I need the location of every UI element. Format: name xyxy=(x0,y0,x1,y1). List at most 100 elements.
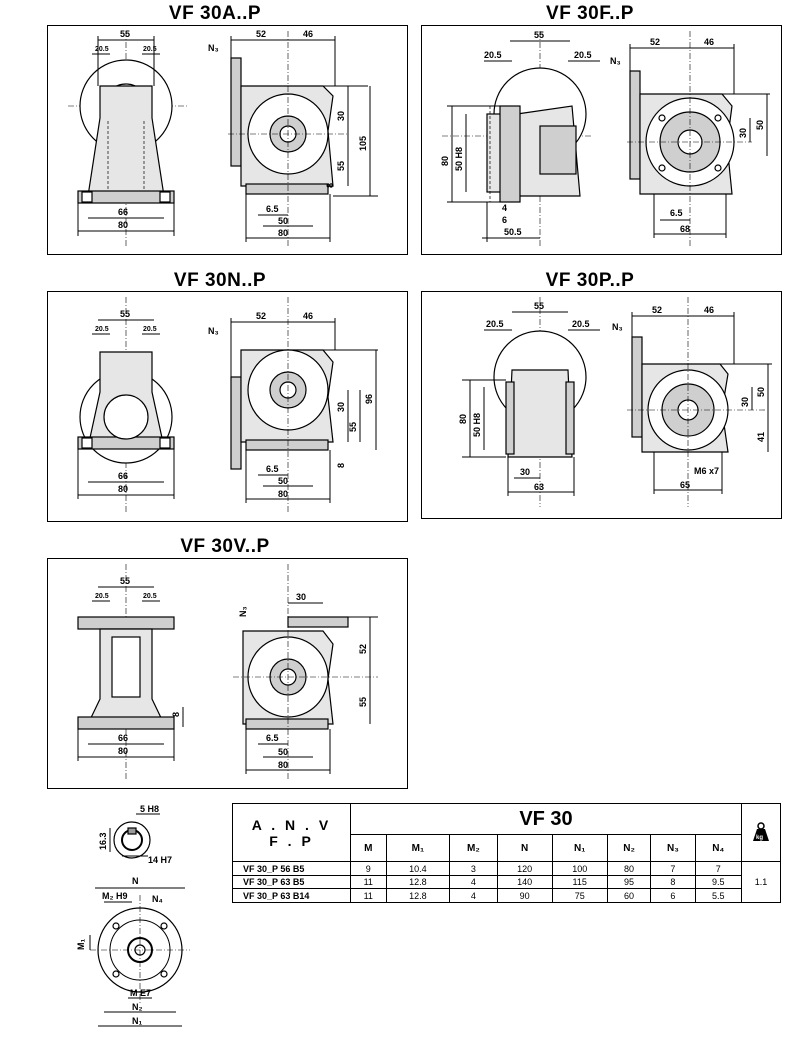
dim-v-n3: N₃ xyxy=(238,606,248,617)
dim-v-66: 66 xyxy=(118,733,128,743)
dim-n-80b: 80 xyxy=(278,489,288,499)
dim-f-50: 50 xyxy=(755,120,765,130)
dim-p-41: 41 xyxy=(756,432,766,442)
dim-p-52: 52 xyxy=(652,305,662,315)
dim-flange-n2: N₂ xyxy=(132,1002,143,1012)
kg-weight-icon: kg xyxy=(753,821,769,841)
dim-a-205r: 20.5 xyxy=(143,46,157,53)
dim-f-30: 30 xyxy=(738,128,748,138)
table-row: VF 30_P 63 B14 11 12.8 4 90 75 60 6 5.5 xyxy=(232,888,781,903)
dim-flange-m2: M₂ H9 xyxy=(102,891,128,901)
table-model-header: VF 30 xyxy=(350,802,742,836)
dim-flange-n4: N₄ xyxy=(152,894,163,904)
dim-v-65: 6.5 xyxy=(266,733,279,743)
dim-f-205l: 20.5 xyxy=(484,50,502,60)
cell: 75 xyxy=(551,888,608,903)
table-column-headers: M M₁ M₂ N N₁ N₂ N₃ N₄ xyxy=(233,834,781,863)
col-m: M xyxy=(350,834,387,863)
cell: 95 xyxy=(606,874,652,890)
row-label: VF 30_P 63 B5 xyxy=(232,874,351,890)
dim-p-n3: N₃ xyxy=(612,322,623,332)
cell: 11 xyxy=(350,888,387,903)
cell: 100 xyxy=(551,861,608,876)
table-corner: A . N . V F . P xyxy=(232,802,351,863)
dim-p-205r: 20.5 xyxy=(572,319,590,329)
dim-p-30b: 30 xyxy=(520,467,530,477)
panel-vf30p: 55 20.5 20.5 80 50 H8 30 63 N₃ 52 46 30 … xyxy=(421,291,782,519)
weight-value: 1.1 xyxy=(741,861,781,903)
kg-label: kg xyxy=(756,835,763,841)
dim-shaft-5h8: 5 H8 xyxy=(140,804,159,814)
dim-a-205l: 20.5 xyxy=(95,46,109,53)
dim-n-80: 80 xyxy=(118,484,128,494)
shaft-section: 5 H8 16.3 14 H7 xyxy=(98,804,172,865)
dim-flange-m1: M₁ xyxy=(76,939,86,950)
title-vf30p: VF 30P..P xyxy=(545,270,635,291)
dim-f-52: 52 xyxy=(650,37,660,47)
dim-n-96: 96 xyxy=(364,394,374,404)
drawing-vf30a: 55 20.5 20.5 66 80 N₃ 52 46 30 105 55 8 xyxy=(68,29,378,248)
dim-f-n3: N₃ xyxy=(610,56,621,66)
dim-n-205l: 20.5 xyxy=(95,326,109,333)
dim-f-55: 55 xyxy=(534,30,544,40)
dim-a-n3: N₃ xyxy=(208,43,219,53)
table-row: VF 30_P 56 B5 9 10.4 3 120 100 80 7 7 1.… xyxy=(232,861,781,903)
dim-a-30: 30 xyxy=(336,111,346,121)
shaft-flange-detail: 5 H8 16.3 14 H7 N M₂ H9 N₄ M₁ M E7 N₂ N₁ xyxy=(76,804,190,1027)
dim-p-80: 80 xyxy=(458,414,468,424)
dim-v-80b: 80 xyxy=(278,760,288,770)
dim-n-66: 66 xyxy=(118,471,128,481)
dim-p-50h8: 50 H8 xyxy=(472,413,482,437)
dim-v-205l: 20.5 xyxy=(95,593,109,600)
dim-v-8: 8 xyxy=(171,712,181,717)
cell: 8 xyxy=(650,874,696,890)
dim-a-66: 66 xyxy=(118,207,128,217)
cell: 90 xyxy=(496,888,553,903)
col-m2: M₂ xyxy=(449,834,498,863)
dim-n-30: 30 xyxy=(336,402,346,412)
dim-a-46: 46 xyxy=(303,29,313,39)
cell: 7 xyxy=(650,861,696,876)
col-n1: N₁ xyxy=(551,834,608,863)
cell: 140 xyxy=(496,874,553,890)
dim-a-105: 105 xyxy=(358,136,368,151)
cell: 120 xyxy=(496,861,553,876)
dim-p-50: 50 xyxy=(756,387,766,397)
dim-p-30: 30 xyxy=(740,397,750,407)
col-n4: N₄ xyxy=(694,834,743,863)
panel-vf30f: 55 20.5 20.5 80 50 H8 4 6 50.5 N₃ 52 46 … xyxy=(421,25,782,255)
drawing-vf30f: 55 20.5 20.5 80 50 H8 4 6 50.5 N₃ 52 46 … xyxy=(440,30,770,248)
drawing-vf30n: 55 20.5 20.5 66 80 N₃ 52 46 30 55 96 8 6… xyxy=(77,297,378,514)
dim-n-205r: 20.5 xyxy=(143,326,157,333)
cell: 11 xyxy=(350,874,387,890)
cell: 12.8 xyxy=(385,888,451,903)
dim-shaft-163: 16.3 xyxy=(98,832,108,850)
dim-n-52: 52 xyxy=(256,311,266,321)
dim-v-30: 30 xyxy=(296,592,306,602)
cell: 115 xyxy=(551,874,608,890)
dim-p-65: 65 xyxy=(680,480,690,490)
drawing-vf30v: 55 20.5 20.5 8 66 80 N₃ 30 52 55 6.5 50 … xyxy=(77,564,378,781)
panel-vf30n: 55 20.5 20.5 66 80 N₃ 52 46 30 55 96 8 6… xyxy=(47,291,408,522)
corner-line2: F . P xyxy=(269,832,314,849)
col-n3: N₃ xyxy=(650,834,696,863)
cell: 4 xyxy=(449,888,498,903)
dim-a-80: 80 xyxy=(118,220,128,230)
table-row: VF 30_P 63 B5 11 12.8 4 140 115 95 8 9.5 xyxy=(232,874,781,890)
panel-vf30a: 55 20.5 20.5 66 80 N₃ 52 46 30 105 55 8 xyxy=(47,25,408,255)
dim-f-4: 4 xyxy=(502,203,507,213)
dim-a-8: 8 xyxy=(325,183,335,188)
cell: 7 xyxy=(694,861,743,876)
cell: 3 xyxy=(449,861,498,876)
dim-n-55: 55 xyxy=(120,309,130,319)
weight-header: kg xyxy=(741,802,781,863)
dim-v-50: 50 xyxy=(278,747,288,757)
dim-flange-n: N xyxy=(132,876,139,886)
dim-v-52: 52 xyxy=(358,644,368,654)
dim-n-65: 6.5 xyxy=(266,464,279,474)
col-m1: M₁ xyxy=(385,834,451,863)
dim-v-205r: 20.5 xyxy=(143,593,157,600)
row-label: VF 30_P 63 B14 xyxy=(232,888,351,903)
dim-f-68: 68 xyxy=(680,224,690,234)
dim-n-50: 50 xyxy=(278,476,288,486)
